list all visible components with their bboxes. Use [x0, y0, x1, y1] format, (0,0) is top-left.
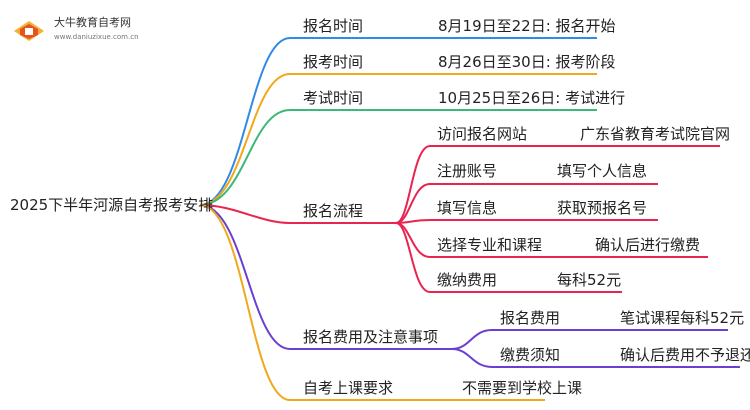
branch-detail-exam-time: 10月25日至26日: 考试进行	[438, 89, 626, 107]
logo-url: www.daniuzixue.com.cn	[54, 33, 139, 41]
root-topic: 2025下半年河源自考报考安排	[10, 196, 214, 214]
fee-item-label: 缴费须知	[500, 346, 561, 364]
connector-process-5	[395, 222, 528, 293]
connector-branch-5	[199, 204, 452, 350]
connector-branch-4	[199, 204, 396, 224]
process-step-detail: 广东省教育考试院官网	[580, 125, 731, 143]
connector-process-1	[395, 145, 528, 224]
process-step-label: 缴纳费用	[437, 271, 498, 289]
branch-detail-apply-time: 8月26日至30日: 报考阶段	[438, 53, 616, 71]
process-step-label: 访问报名网站	[437, 125, 528, 143]
branch-label-class-requirement: 自考上课要求	[303, 379, 394, 397]
fee-item-detail: 笔试课程每科52元	[620, 309, 745, 327]
connector-branch-3	[199, 109, 402, 206]
process-step-detail: 每科52元	[557, 271, 622, 289]
fee-item-detail: 确认后费用不予退还	[620, 346, 750, 364]
connector-process-3	[395, 219, 528, 224]
branch-label-signup-process: 报名流程	[303, 202, 364, 220]
process-step-detail: 填写个人信息	[557, 162, 648, 180]
branch-label-signup-time: 报名时间	[303, 17, 364, 35]
connector-fee-2	[451, 348, 605, 368]
book-logo-icon	[14, 21, 44, 41]
branch-detail-class-requirement: 不需要到学校上课	[462, 379, 583, 397]
process-step-label: 选择专业和课程	[437, 236, 543, 254]
branch-label-exam-time: 考试时间	[303, 89, 364, 107]
process-step-detail: 确认后进行缴费	[595, 236, 701, 254]
connector-fee-1	[451, 329, 605, 350]
branch-label-fees-notes: 报名费用及注意事项	[303, 328, 439, 346]
branch-detail-signup-time: 8月19日至22日: 报名开始	[438, 17, 616, 35]
branch-label-apply-time: 报考时间	[303, 53, 364, 71]
process-step-label: 填写信息	[437, 199, 498, 217]
fee-item-label: 报名费用	[500, 309, 561, 327]
connector-branch-6	[199, 204, 410, 401]
connector-branch-2	[199, 73, 402, 206]
process-step-label: 注册账号	[437, 162, 498, 180]
logo-name: 大牛教育自考网	[54, 16, 131, 29]
process-step-detail: 获取预报名号	[557, 199, 648, 217]
site-logo: 大牛教育自考网 www.daniuzixue.com.cn	[12, 14, 142, 46]
connector-process-2	[395, 183, 528, 224]
connector-branch-1	[199, 37, 402, 206]
